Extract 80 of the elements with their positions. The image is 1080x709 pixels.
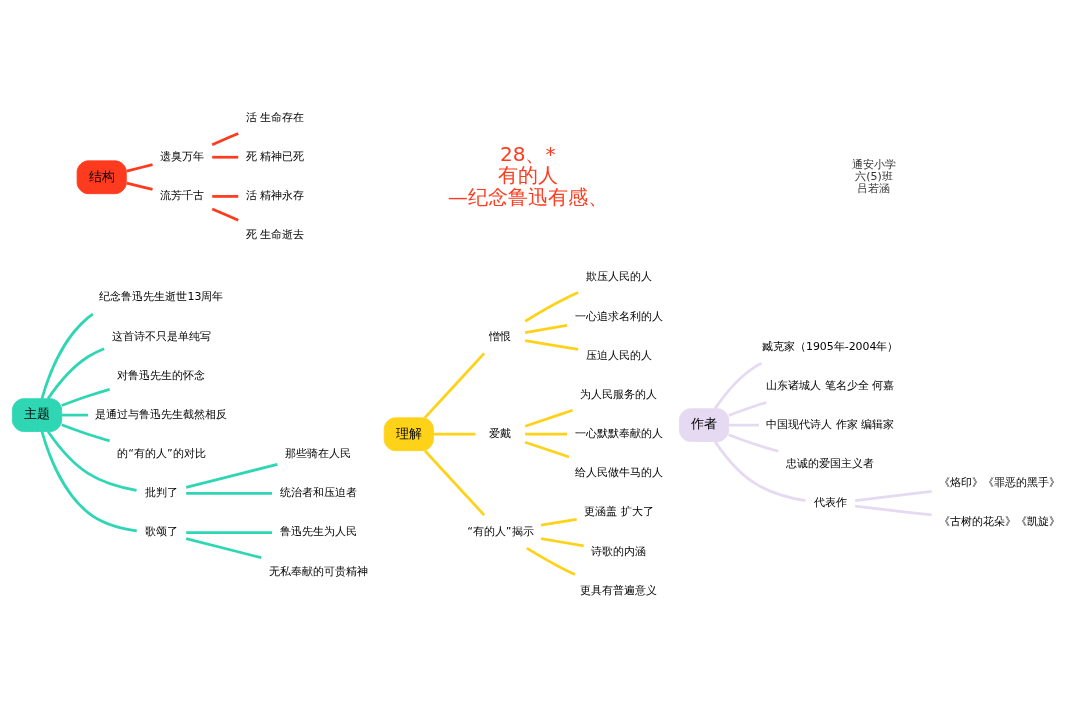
connector bbox=[855, 504, 932, 517]
node-text: 统治者和压迫者 bbox=[279, 486, 357, 500]
node-text: 代表作 bbox=[813, 496, 847, 510]
node-text: 遗臭万年 bbox=[160, 150, 205, 164]
node-text: 活 精神永存 bbox=[245, 189, 305, 203]
connector bbox=[713, 362, 762, 410]
connector bbox=[524, 339, 579, 351]
connector bbox=[212, 155, 239, 159]
node-text: 憎恨 bbox=[489, 329, 512, 343]
node-text: 欺压人民的人 bbox=[585, 270, 652, 284]
node-text: 臧克家（1905年-2004年） bbox=[761, 339, 899, 353]
connector bbox=[423, 352, 486, 419]
connector bbox=[61, 423, 111, 443]
node-box: 理解 bbox=[383, 417, 434, 452]
connector bbox=[185, 537, 262, 559]
node-text: 死 生命逝去 bbox=[245, 228, 305, 242]
connector bbox=[524, 408, 574, 428]
connector bbox=[211, 207, 239, 222]
connector bbox=[433, 432, 476, 436]
node-text: 死 精神已死 bbox=[245, 150, 305, 164]
connector bbox=[525, 432, 568, 436]
connector bbox=[186, 531, 273, 534]
connector bbox=[854, 490, 932, 502]
node-text: 压迫人民的人 bbox=[585, 348, 652, 362]
node-text: 这首诗不只是单纯写 bbox=[111, 329, 211, 343]
connector bbox=[728, 433, 779, 453]
node-text: 鲁迅先生为人民 bbox=[279, 525, 357, 539]
node-text: 《烙印》《罪恶的黑手》 bbox=[939, 476, 1061, 490]
connector bbox=[126, 163, 153, 173]
connector bbox=[46, 347, 105, 400]
connector bbox=[423, 449, 486, 517]
connector bbox=[524, 440, 570, 459]
node-text: 忠诚的爱国主义者 bbox=[786, 457, 875, 471]
connector bbox=[524, 324, 568, 334]
node-text: 更涵盖 扩大了 bbox=[584, 505, 654, 519]
node-text: 中国现代诗人 作家 编辑家 bbox=[766, 417, 895, 431]
node-text: 那些骑在人民 bbox=[285, 447, 352, 461]
node-text: 批判了 bbox=[144, 486, 178, 500]
connector bbox=[185, 463, 278, 489]
node-text: 山东诸城人 笔名少全 何嘉 bbox=[766, 378, 895, 392]
node-box: 主题 bbox=[11, 398, 63, 432]
node-text: 爱戴 bbox=[489, 427, 512, 441]
connector bbox=[540, 518, 577, 527]
node-text: 一心追求名利的人 bbox=[574, 309, 663, 323]
connector bbox=[713, 440, 806, 503]
connector bbox=[40, 313, 94, 400]
node-text: 给人民做牛马的人 bbox=[574, 466, 663, 480]
connector bbox=[212, 195, 239, 198]
node-text: 为人民服务的人 bbox=[580, 387, 658, 401]
node-text: 流芳千古 bbox=[160, 189, 205, 203]
connector bbox=[526, 546, 576, 576]
connector bbox=[728, 423, 760, 427]
label: 吕若涵 bbox=[857, 181, 891, 195]
connector bbox=[46, 430, 137, 492]
label: 六(5)班 bbox=[855, 170, 893, 184]
node-text: 诗歌的内涵 bbox=[591, 544, 647, 558]
label: 通安小学 bbox=[851, 158, 896, 172]
connector bbox=[40, 431, 137, 533]
connector bbox=[61, 413, 88, 417]
node-text: 活 生命存在 bbox=[245, 110, 305, 124]
node-text: 无私奉献的可贵精神 bbox=[268, 564, 368, 578]
node-text: 对鲁迅先生的怀念 bbox=[117, 368, 206, 382]
node-text: 的“有的人”的对比 bbox=[117, 447, 206, 461]
connector bbox=[186, 492, 273, 495]
connector bbox=[728, 401, 767, 417]
connector bbox=[524, 291, 579, 323]
node-box: 结构 bbox=[76, 160, 127, 195]
connector bbox=[540, 537, 584, 548]
node-text: 《古树的花朵》《凯旋》 bbox=[939, 515, 1061, 529]
node-text: “有的人”揭示 bbox=[467, 524, 534, 538]
node-text: 是通过与鲁迅先生截然相反 bbox=[95, 407, 228, 421]
node-text: 一心默默奉献的人 bbox=[574, 427, 663, 441]
node-box: 作者 bbox=[678, 408, 730, 442]
connector bbox=[211, 132, 239, 146]
node-text: 28、* 有的人 —纪念鲁迅有感、 bbox=[447, 141, 608, 210]
connector bbox=[126, 181, 153, 191]
node-text: 纪念鲁迅先生逝世13周年 bbox=[99, 290, 224, 304]
node-text: 更具有普遍意义 bbox=[580, 583, 658, 597]
connector bbox=[61, 388, 111, 407]
node-text: 歌颂了 bbox=[144, 525, 178, 539]
